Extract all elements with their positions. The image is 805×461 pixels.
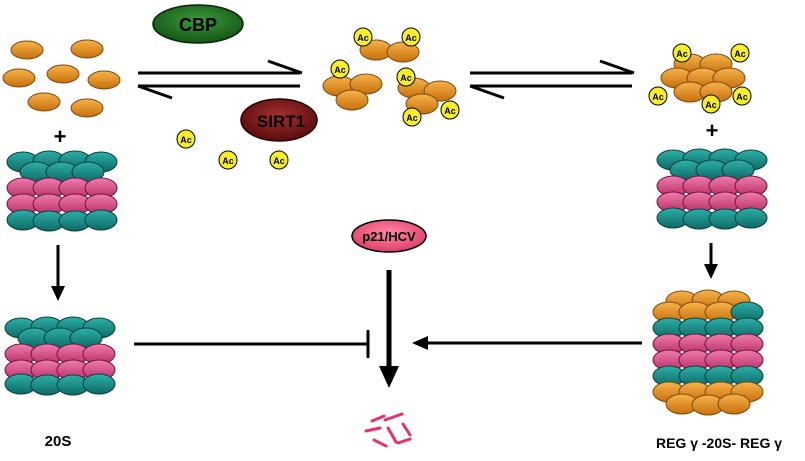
proteasome-20s-bottom-left [4,316,116,396]
svg-text:Ac: Ac [705,100,717,110]
p21-hcv-substrate: p21/HCV [351,219,427,253]
svg-text:Ac: Ac [406,113,418,123]
svg-text:Ac: Ac [676,49,688,59]
sirt1-label: SIRT1 [257,112,305,131]
svg-text:Ac: Ac [400,73,412,83]
free-acetyl-groups: Ac Ac Ac [176,129,289,170]
acetylated-regy-heptamer [660,53,746,103]
arrow-down-left [51,245,65,301]
label-reg-20s-reg: REG γ -20S- REG γ [656,435,782,451]
cbp-enzyme: CBP [152,4,244,44]
svg-text:Ac: Ac [180,135,192,145]
svg-text:Ac: Ac [736,92,748,102]
svg-text:Ac: Ac [734,49,746,59]
svg-text:Ac: Ac [444,106,456,116]
proteasome-reg-20s-reg [652,289,764,416]
cbp-label: CBP [179,15,217,35]
label-20s: 20S [45,433,72,450]
teal-ring-bottom [6,209,118,232]
ac-badge: Ac [176,129,196,149]
arrow-left-to-center [412,336,642,350]
inhibition-bar-left [134,330,370,358]
svg-text:Ac: Ac [273,156,285,166]
arrow-down-center [379,270,399,388]
svg-text:Ac: Ac [222,156,234,166]
svg-text:Ac: Ac [652,92,664,102]
ac-badge: Ac [218,150,238,170]
equilibrium-arrows-left [137,59,303,100]
pink-ring-1 [6,177,118,199]
acetyl-badges-right: Ac Ac Ac Ac Ac [648,43,752,114]
arrow-down-right [704,243,718,279]
svg-text:Ac: Ac [405,33,417,43]
peptide-fragments [364,412,412,448]
plus-sign-left: + [54,124,67,149]
svg-text:Ac: Ac [357,33,369,43]
p21-hcv-label: p21/HCV [362,229,416,244]
equilibrium-arrows-right [469,59,635,100]
ac-badge: Ac [269,150,289,170]
proteasome-20s-top-right [656,148,768,230]
proteasome-20s-top-left [6,150,118,232]
plus-sign-right: + [706,118,719,143]
sirt1-enzyme: SIRT1 [240,98,318,142]
acetyl-badges-center: Ac Ac Ac Ac Ac Ac [330,27,460,127]
teal-ring [6,150,118,183]
svg-text:Ac: Ac [334,65,346,75]
free-regy-monomers [2,39,121,118]
